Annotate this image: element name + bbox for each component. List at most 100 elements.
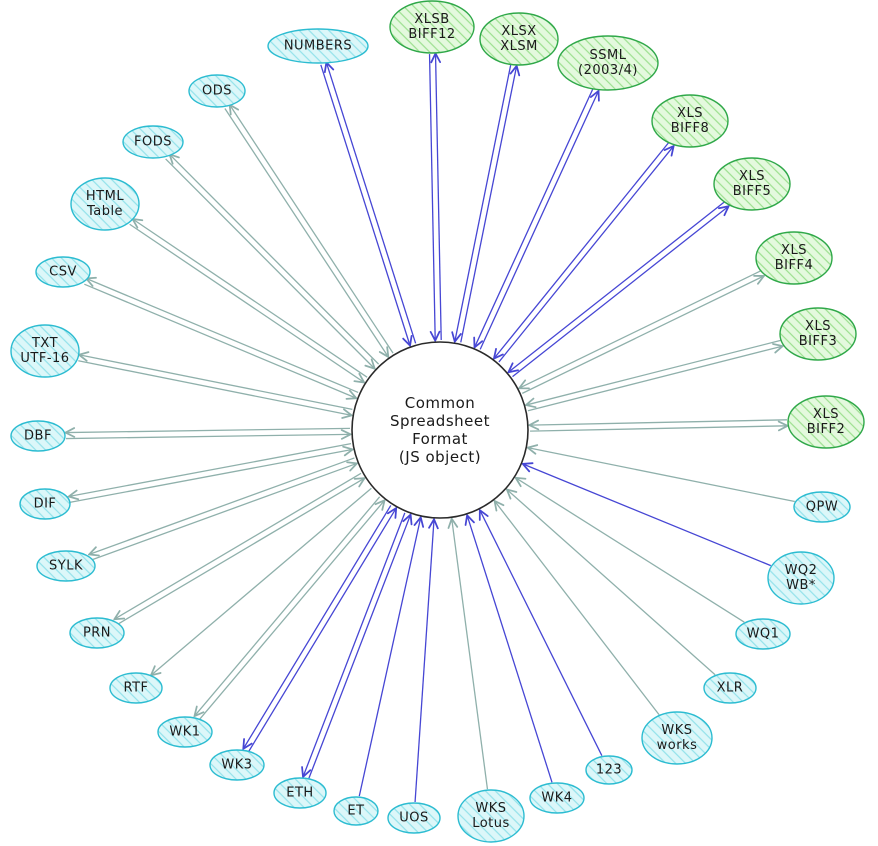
node-dif: DIF <box>19 488 71 520</box>
node-sylk-label: SYLK <box>49 559 83 574</box>
node-qpw-shape <box>793 491 851 523</box>
node-wq2-wb-label: WB* <box>786 578 816 593</box>
node-csv-shape <box>35 256 91 288</box>
node-html-table-label: HTML <box>86 189 124 204</box>
node-dbf: DBF <box>10 420 66 452</box>
edge-dbf-read <box>66 434 350 438</box>
center-node-label: (JS object) <box>399 448 481 466</box>
node-xls-biff2-label: BIFF2 <box>807 422 845 437</box>
edge-numbers-write <box>327 63 417 344</box>
edge-xls-biff5-write <box>512 207 729 378</box>
node-csv-label: CSV <box>49 265 77 280</box>
node-wk1: WK1 <box>157 716 213 748</box>
node-txt-utf16-label: UTF-16 <box>20 351 69 366</box>
node-ssml-label: (2003/4) <box>578 63 638 78</box>
node-xls-biff3-label: BIFF3 <box>799 334 837 349</box>
edge-xls-biff4-read <box>520 270 762 388</box>
edge-xlsb-write <box>436 54 442 340</box>
edge-wks-lotus-read <box>452 519 489 790</box>
node-wk3: WK3 <box>209 749 265 781</box>
edge-sylk-read <box>91 464 357 561</box>
node-txt-utf16-label: TXT <box>31 336 58 351</box>
edge-txt-utf16-read <box>78 360 351 416</box>
node-prn-shape <box>69 617 125 649</box>
node-wks-lotus-label: Lotus <box>472 816 510 831</box>
edge-xlsx-xlsm-read <box>455 65 512 341</box>
node-ods-shape <box>188 74 246 108</box>
node-n123-label: 123 <box>596 763 622 778</box>
edge-xls-biff3-write <box>527 346 782 412</box>
center-node-label: Common <box>405 394 476 412</box>
node-wq1: WQ1 <box>735 618 791 650</box>
node-eth: ETH <box>273 777 327 809</box>
node-et-label: ET <box>347 804 364 819</box>
edge-eth-write <box>303 512 406 776</box>
node-dif-shape <box>19 488 71 520</box>
node-xls-biff8-label: XLS <box>677 106 703 121</box>
node-numbers-shape <box>267 28 369 64</box>
edges-layer <box>66 54 795 803</box>
edge-xls-biff2-write <box>530 426 787 432</box>
edge-sylk-write <box>90 457 355 554</box>
node-et: ET <box>333 796 379 826</box>
edge-fods-read <box>165 158 375 368</box>
edge-xls-biff2-read <box>530 419 787 425</box>
edge-fods-write <box>170 155 380 365</box>
node-prn-label: PRN <box>83 626 111 641</box>
edge-xls-biff8-write <box>498 146 673 363</box>
edge-wk3-read <box>248 509 396 752</box>
node-xls-biff4-label: BIFF4 <box>775 258 813 273</box>
node-xlsb-label: BIFF12 <box>408 27 455 42</box>
edge-wq2-wb-read <box>523 464 772 567</box>
node-sylk: SYLK <box>36 550 96 582</box>
edge-qpw-read <box>528 448 795 503</box>
edge-html-table-write <box>133 219 368 378</box>
edge-csv-write <box>87 279 359 394</box>
node-wks-lotus-shape <box>457 789 525 843</box>
node-n123-shape <box>585 755 633 785</box>
edge-dif-write <box>69 442 352 497</box>
node-xls-biff5-shape <box>713 157 791 211</box>
node-dif-label: DIF <box>34 497 57 512</box>
node-rtf: RTF <box>109 672 163 704</box>
node-wk3-label: WK3 <box>221 758 252 773</box>
node-fods-shape <box>122 125 184 159</box>
node-txt-utf16-shape <box>10 324 80 378</box>
node-wks-works-label: works <box>657 738 698 753</box>
node-ssml-shape <box>557 35 659 91</box>
edge-xls-biff3-read <box>526 339 781 405</box>
node-fods-label: FODS <box>134 135 172 150</box>
node-xls-biff2-shape <box>787 395 865 449</box>
center-node-shape <box>351 341 529 519</box>
edge-et-read <box>358 518 420 797</box>
node-n123: 123 <box>585 755 633 785</box>
node-xlsb-label: XLSB <box>414 12 449 27</box>
node-xlsx-xlsm-label: XLSX <box>501 24 536 39</box>
node-et-shape <box>333 796 379 826</box>
node-qpw-label: QPW <box>806 500 838 515</box>
edge-txt-utf16-write <box>79 355 353 411</box>
node-xlsb-shape <box>389 0 475 54</box>
node-wks-works-shape <box>641 711 713 765</box>
node-wq1-label: WQ1 <box>747 627 780 642</box>
edge-html-table-read <box>129 223 364 382</box>
edge-xls-biff5-read <box>509 201 725 372</box>
node-ods: ODS <box>188 74 246 108</box>
edge-wk4-read <box>467 516 553 783</box>
edge-wk1-read <box>198 501 384 721</box>
node-xls-biff2-label: XLS <box>813 407 839 422</box>
node-eth-shape <box>273 777 327 809</box>
node-uos: UOS <box>387 802 441 834</box>
node-rtf-shape <box>109 672 163 704</box>
edge-xls-biff8-read <box>494 142 670 359</box>
edge-eth-read <box>308 515 411 779</box>
edge-prn-write <box>115 472 362 619</box>
